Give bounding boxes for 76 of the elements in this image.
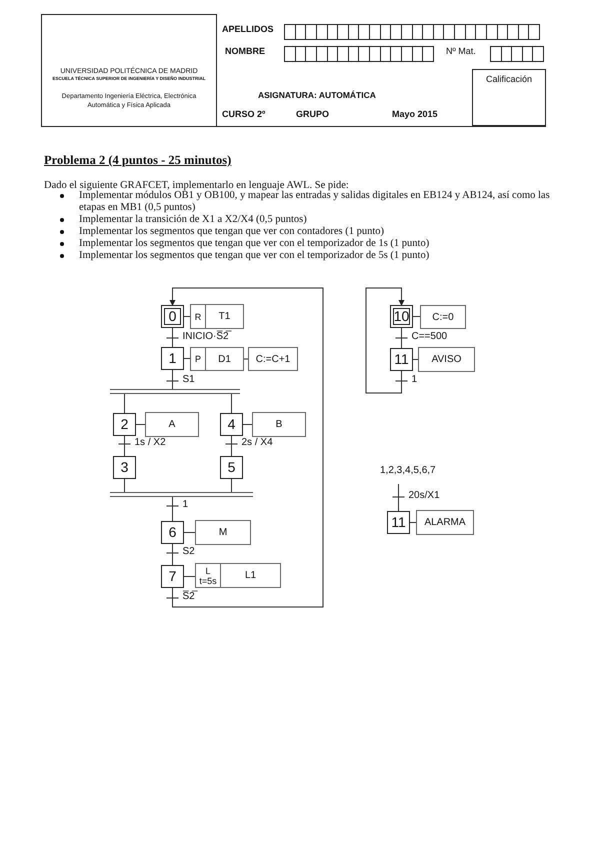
- step-box: 5: [220, 456, 243, 479]
- link-line: [225, 436, 238, 456]
- parallel-bar: [110, 492, 253, 497]
- group-label: GRUPO: [296, 108, 330, 121]
- link-line: [166, 544, 179, 566]
- subject-label: ASIGNATURA: AUTOMÁTICA: [258, 89, 377, 102]
- link-line: [410, 522, 416, 523]
- field-label: Nº Mat.: [446, 45, 477, 58]
- action-name: A: [168, 418, 176, 432]
- action-box: [190, 347, 244, 371]
- link-line: [244, 358, 248, 360]
- task-item: Implementar los segmentos que tengan que ver con el temporizador de 1s (1 punto): [79, 238, 430, 250]
- action-box: [248, 347, 298, 371]
- step-box: 1: [161, 347, 184, 370]
- loop-connector: [166, 288, 324, 608]
- action-name: T1: [218, 310, 232, 324]
- action-name: L1: [244, 569, 258, 583]
- action-name: C:=C+1: [254, 352, 292, 366]
- link-line: [242, 424, 252, 425]
- field-label: NOMBRE: [225, 45, 266, 58]
- problem-title: Problema 2 (4 puntos - 25 minutos): [44, 152, 232, 169]
- action-box: [252, 412, 306, 437]
- step-box: 4: [220, 413, 243, 436]
- action-box: [190, 304, 244, 329]
- link-line: [184, 576, 196, 577]
- link-line: [124, 478, 125, 492]
- action-qualifier: R: [191, 305, 206, 328]
- grade-box-label: Calificación: [486, 73, 532, 84]
- parallel-bar: [110, 389, 240, 394]
- step-box: 6: [161, 521, 184, 544]
- action-name: M: [218, 526, 228, 540]
- action-name: C:=0: [431, 310, 455, 324]
- step-box: 2: [113, 413, 136, 436]
- step-box: 11: [390, 348, 413, 371]
- link-line: [184, 532, 196, 533]
- action-name: ALARMA: [423, 516, 467, 530]
- link-line: [166, 328, 179, 348]
- source-steps-text: 1,2,3,4,5,6,7: [380, 464, 450, 478]
- action-name: B: [274, 418, 284, 432]
- action-box: [416, 510, 474, 535]
- action-box: [145, 412, 199, 437]
- task-item: Implementar la transición de X1 a X2/X4 (0,5 puntos): [79, 214, 307, 226]
- action-qualifier: L t=5s: [196, 564, 221, 587]
- action-box: [195, 563, 281, 588]
- link-line: [231, 478, 232, 492]
- action-box: [418, 347, 475, 372]
- link-line: [392, 484, 405, 512]
- link-line: [395, 328, 408, 348]
- link-line: [412, 359, 418, 360]
- link-line: [166, 496, 179, 522]
- initial-step-box: 0: [161, 305, 184, 328]
- link-line: [136, 424, 146, 425]
- action-box: [195, 520, 251, 545]
- date-label: Mayo 2015: [392, 108, 439, 121]
- task-item: Implementar módulos OB1 y OB100, y mapear las entradas y salidas digitales en EB124 y AB124, así como las etapas en MB1 (0,5 puntos): [79, 190, 551, 214]
- link-line: [412, 316, 420, 317]
- action-box: [420, 305, 466, 329]
- course-label: CURSO 2º: [222, 108, 266, 121]
- link-line: [231, 394, 232, 414]
- step-box: 3: [113, 456, 136, 479]
- action-name: AVISO: [430, 353, 462, 367]
- loop-connector: [366, 288, 408, 394]
- step-box: 11: [387, 511, 410, 534]
- link-line: [118, 436, 131, 456]
- link-line: [184, 316, 190, 317]
- step-box: 7: [161, 565, 184, 588]
- link-line: [184, 358, 190, 359]
- action-name: D1: [217, 352, 232, 366]
- action-qualifier: P: [191, 348, 206, 370]
- task-item: Implementar los segmentos que tengan que ver con el temporizador de 5s (1 punto): [79, 250, 430, 262]
- intro-text: Dado el siguiente GRAFCET, implementarlo en lenguaje AWL. Se pide:: [44, 179, 349, 191]
- initial-step-box: 10: [390, 305, 413, 328]
- field-label: APELLIDOS: [222, 23, 275, 36]
- link-line: [124, 394, 125, 414]
- task-item: Implementar los segmentos que tengan que ver con contadores (1 punto): [79, 226, 384, 238]
- link-line: [166, 370, 179, 390]
